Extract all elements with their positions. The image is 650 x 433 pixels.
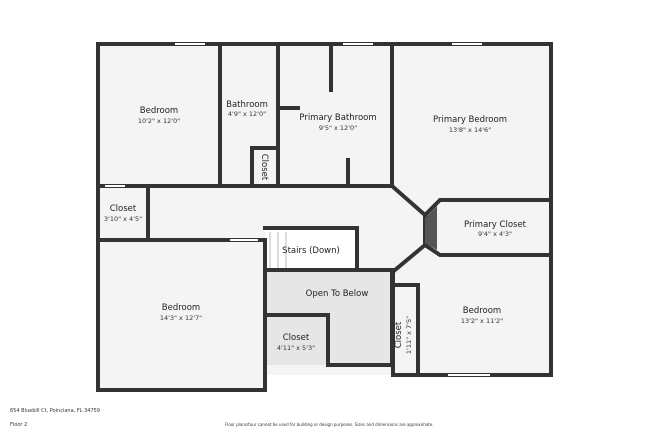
room-dims: 9'5" x 12'0" [319,124,357,132]
stair-treads [269,232,287,268]
room-name: Open To Below [306,289,369,299]
room-dims: 1'11" x 7'5" [405,316,413,354]
room-name: Bedroom [162,303,200,313]
room-labels: Bedroom 10'2" x 12'0" Bathroom 4'9" x 12… [104,100,527,354]
address: 654 Bluebill Ct, Poinciana, FL 34759 [10,408,100,414]
room-dims: 10'2" x 12'0" [138,117,180,125]
floor-label: Floor 2 [10,422,28,428]
room-dims: 14'3" x 12'7" [160,314,202,322]
room-dims: 13'2" x 11'2" [461,317,503,325]
room-name: Stairs (Down) [282,246,340,256]
room-name: Closet [283,333,310,343]
room-name: Closet [259,154,269,181]
room-name: Primary Bathroom [299,113,376,123]
room-dims: 4'9" x 12'0" [228,110,266,118]
room-fills [98,44,551,390]
room-dims: 3'10" x 4'5" [104,215,142,223]
disclaimer: Floor plans/tour cannot be used for buil… [225,422,434,427]
room-name: Bedroom [140,106,178,116]
room-dims: 9'4" x 4'3" [478,230,512,238]
room-dims: 13'8" x 14'6" [449,126,491,134]
windows [105,43,490,376]
room-name: Closet [110,204,137,214]
room-name: Primary Bedroom [433,115,507,125]
room-name: Bedroom [463,306,501,316]
fireplace [425,206,437,250]
room-name: Bathroom [226,100,268,110]
room-name: Primary Closet [464,220,527,230]
room-dims: 4'11" x 5'3" [277,344,315,352]
room-name: Closet [394,321,404,348]
